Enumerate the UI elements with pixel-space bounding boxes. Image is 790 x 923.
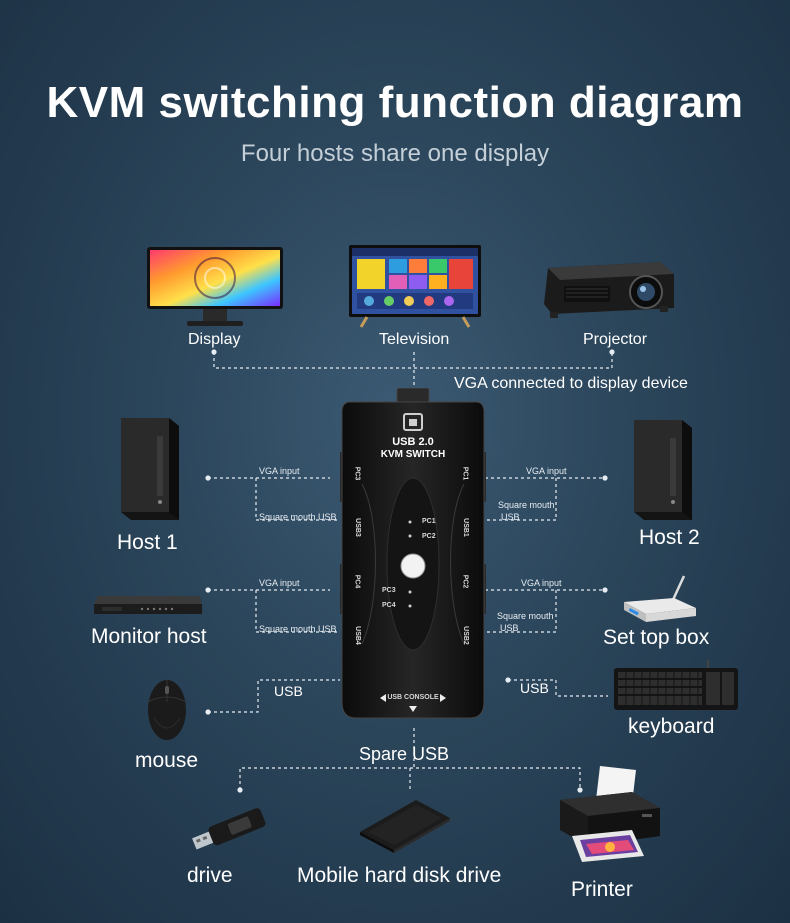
hard-disk-label: Mobile hard disk drive bbox=[297, 864, 502, 887]
port-pc4-label: PC4 bbox=[353, 574, 361, 589]
settop-square-usb-line1: Square mouth bbox=[497, 611, 554, 621]
set-top-box-label: Set top box bbox=[603, 626, 710, 649]
monitorhost-square-usb-label: Square mouth USB bbox=[259, 624, 337, 634]
kvm-switch-body bbox=[340, 388, 486, 719]
printer-label: Printer bbox=[571, 878, 633, 901]
monitorhost-vga-input-label: VGA input bbox=[259, 578, 300, 588]
keyboard-usb-label: USB bbox=[520, 680, 549, 696]
display-label: Display bbox=[188, 331, 241, 348]
settop-square-usb-line2: USB bbox=[500, 623, 519, 633]
keyboard-label: keyboard bbox=[628, 715, 715, 738]
drive-label: drive bbox=[187, 864, 233, 887]
host1-usb-line bbox=[255, 478, 340, 521]
host2-square-usb-line2: USB bbox=[501, 512, 520, 522]
projector-icon bbox=[544, 262, 674, 318]
keyboard-icon bbox=[614, 660, 738, 710]
led-pc1-label: PC1 bbox=[422, 518, 436, 525]
usb-drive-icon bbox=[192, 808, 266, 850]
kvm-model-line1: USB 2.0 bbox=[392, 436, 434, 448]
page-title: KVM switching function diagram bbox=[46, 78, 744, 127]
display-monitor-icon bbox=[147, 247, 283, 326]
settop-vga-input-label: VGA input bbox=[521, 578, 562, 588]
led-pc4-label: PC4 bbox=[382, 602, 396, 609]
led-pc3-label: PC3 bbox=[382, 587, 396, 594]
host2-usb-line bbox=[485, 478, 557, 521]
vga-display-note: VGA connected to display device bbox=[454, 375, 688, 392]
hard-disk-icon bbox=[360, 800, 450, 853]
port-usb1-label: USB1 bbox=[461, 518, 469, 537]
settop-usb-line bbox=[485, 590, 557, 633]
host1-label: Host 1 bbox=[117, 531, 178, 554]
set-top-box-icon bbox=[624, 575, 696, 622]
monitor-host-icon bbox=[94, 596, 202, 614]
host2-tower-icon bbox=[634, 420, 692, 520]
kvm-switch: USB 2.0 KVM SWITCH PC3 USB3 PC4 USB4 PC1… bbox=[340, 388, 486, 728]
projector-label: Projector bbox=[583, 331, 648, 348]
port-usb4-label: USB4 bbox=[353, 626, 361, 645]
monitor-host-label: Monitor host bbox=[91, 625, 207, 648]
port-usb3-label: USB3 bbox=[353, 518, 361, 537]
television-label: Television bbox=[379, 331, 450, 348]
port-pc2-label: PC2 bbox=[461, 574, 469, 589]
port-pc1-label: PC1 bbox=[461, 466, 469, 481]
page-subtitle: Four hosts share one display bbox=[240, 140, 550, 167]
monitorhost-usb-line bbox=[255, 590, 340, 633]
mouse-label: mouse bbox=[135, 749, 199, 772]
kvm-model-line2: KVM SWITCH bbox=[380, 449, 446, 460]
host2-vga-input-label: VGA input bbox=[526, 466, 567, 476]
usb-console-label: USB CONSOLE bbox=[387, 694, 439, 701]
television-icon bbox=[349, 245, 481, 328]
port-usb2-label: USB2 bbox=[461, 626, 469, 645]
host1-square-usb-label: Square mouth USB bbox=[259, 512, 337, 522]
led-pc2-label: PC2 bbox=[422, 533, 436, 540]
mouse-usb-label: USB bbox=[274, 683, 303, 699]
host2-label: Host 2 bbox=[639, 526, 700, 549]
host1-vga-input-label: VGA input bbox=[259, 466, 300, 476]
host1-tower-icon bbox=[121, 418, 179, 520]
host2-square-usb-line1: Square mouth bbox=[498, 500, 555, 510]
mouse-usb-line bbox=[208, 679, 340, 713]
display-bus-line bbox=[213, 352, 613, 369]
spare-usb-label: Spare USB bbox=[359, 744, 450, 764]
mouse-icon bbox=[147, 680, 187, 740]
keyboard-usb-line bbox=[508, 679, 608, 697]
port-pc3-label: PC3 bbox=[353, 466, 361, 481]
printer-icon bbox=[560, 766, 660, 862]
